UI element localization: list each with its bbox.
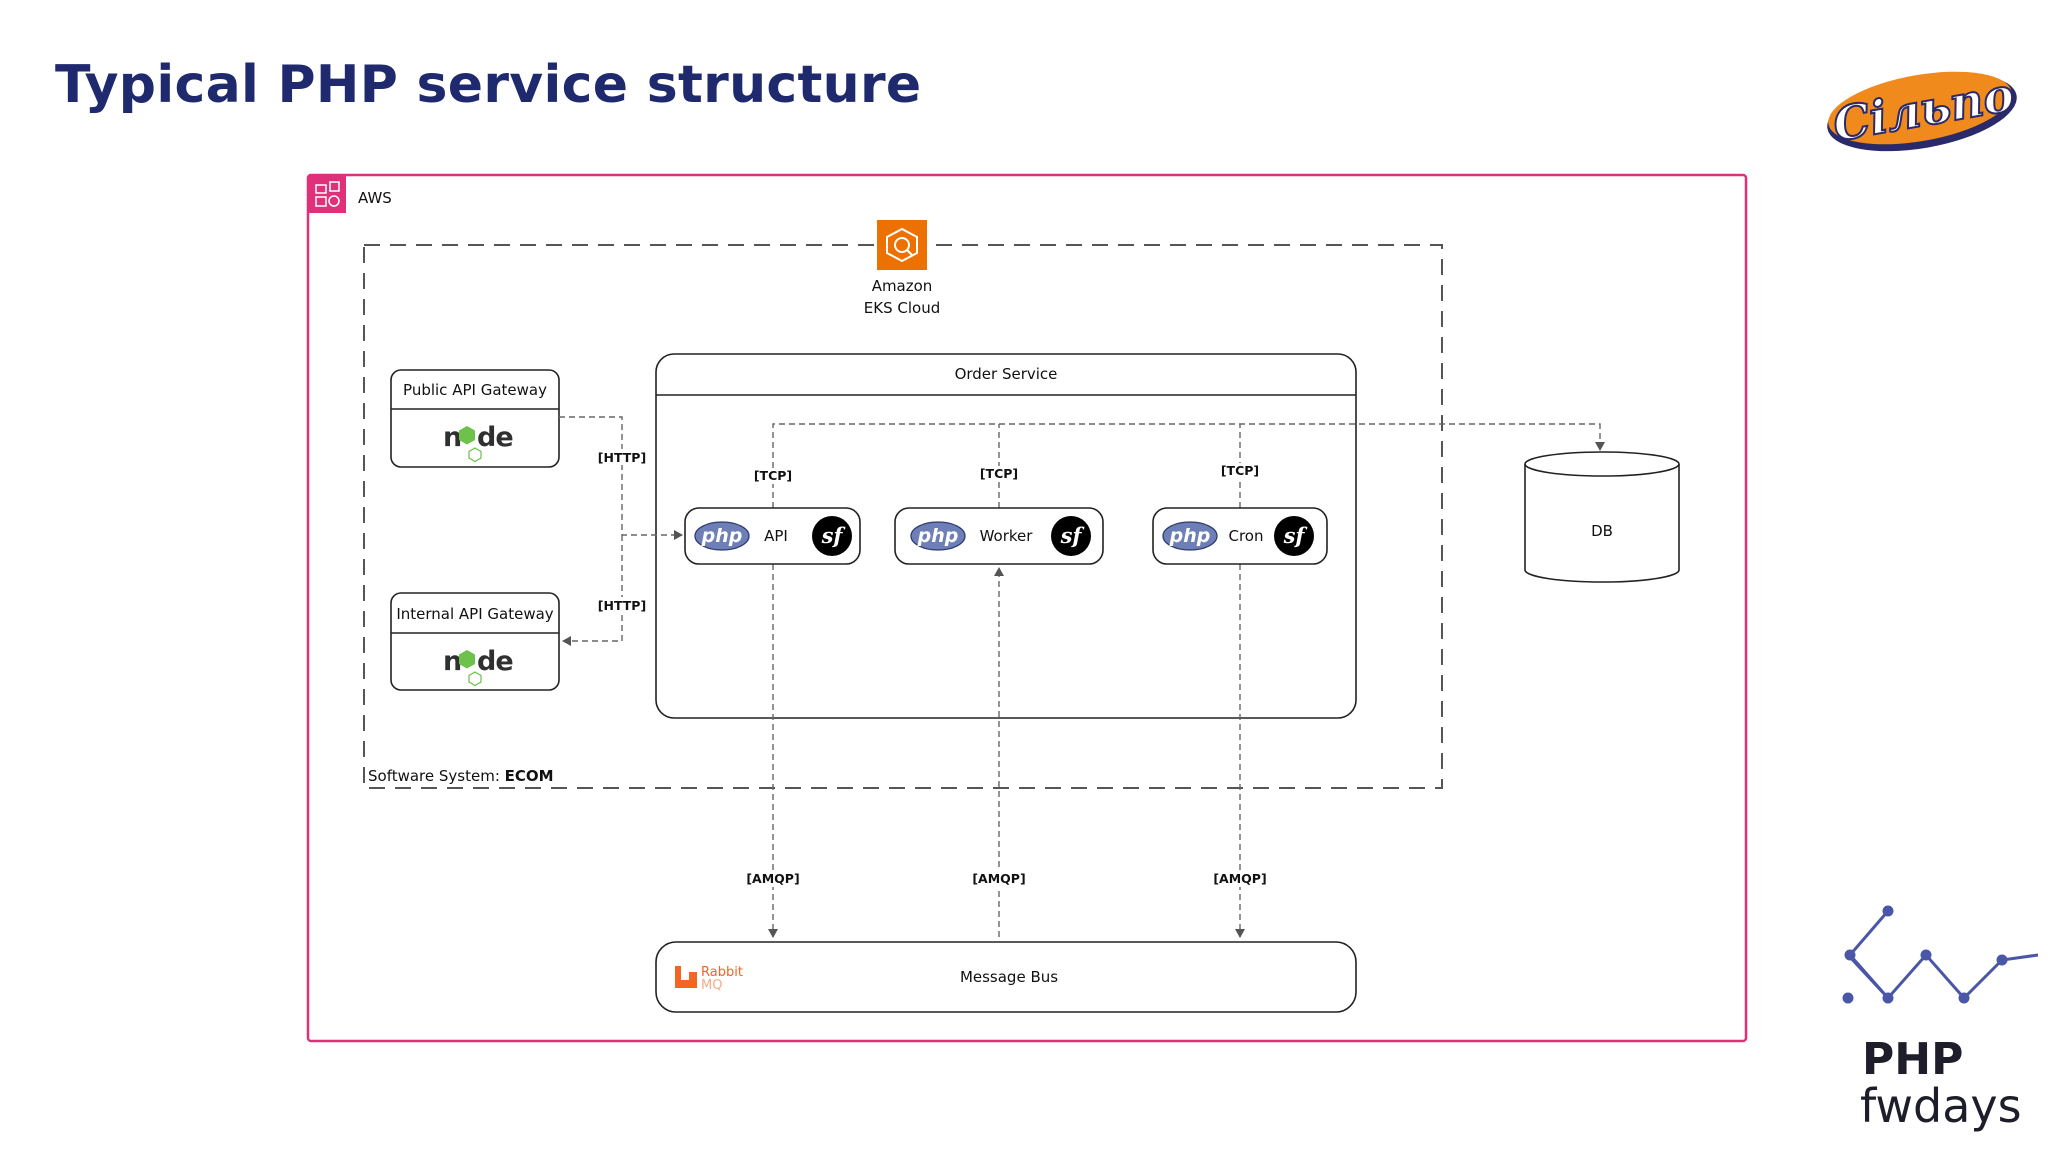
tcp-label-api: [TCP] [754,468,792,483]
svg-text:MQ: MQ [701,978,722,993]
svg-text:sf: sf [1060,523,1086,548]
nodejs-logo-icon: n de [443,422,514,463]
svg-text:php: php [701,525,743,547]
internal-api-gateway: Internal API Gateway n de [390,592,560,691]
symfony-logo-icon: sf [1051,516,1091,556]
silpo-logo: Сільпо [1827,66,2019,153]
symfony-logo-icon: sf [812,516,852,556]
amqp-label-api: [AMQP] [746,871,799,886]
fwdays-logo: PHP fwdays [1842,905,2039,1133]
fwdays-zigzag-icon [1842,905,2039,1004]
svg-text:sf: sf [1283,523,1309,548]
svg-text:sf: sf [821,523,847,548]
svg-text:n: n [443,646,461,677]
public-gateway-title: Public API Gateway [403,381,547,399]
message-bus-label: Message Bus [960,968,1058,986]
software-system-boundary: Software System: ECOM [363,244,1443,789]
edge-labels: [HTTP] [HTTP] [TCP] [TCP] [TCP] [AMQP] [… [597,449,1270,887]
tcp-label-worker: [TCP] [980,466,1018,481]
php-logo-icon: php [694,521,750,551]
symfony-logo-icon: sf [1274,516,1314,556]
component-cron: php Cron sf [1152,507,1328,565]
eks-label-line1: Amazon [872,277,933,295]
amqp-label-worker: [AMQP] [972,871,1025,886]
database: DB [1524,451,1680,583]
http-edge-internal [562,535,623,646]
component-label-worker: Worker [980,527,1034,545]
aws-group-icon [308,175,346,213]
tcp-label-cron: [TCP] [1221,463,1259,478]
http-edge-public [559,416,683,540]
svg-text:Rabbit: Rabbit [701,965,743,980]
component-label-api: API [764,527,788,545]
internal-gateway-title: Internal API Gateway [396,605,553,623]
message-bus: Rabbit MQ Message Bus [655,941,1357,1013]
aws-container: AWS [306,173,1748,1043]
http-label-internal: [HTTP] [598,598,646,613]
order-service-title: Order Service [955,365,1058,383]
svg-text:php: php [1169,525,1211,547]
svg-text:php: php [917,525,959,547]
http-label-public: [HTTP] [598,450,646,465]
tcp-edge-api [772,423,1605,508]
fwdays-php-text: PHP [1862,1034,1963,1085]
fwdays-text: fwdays [1860,1079,2022,1133]
component-label-cron: Cron [1229,527,1264,545]
eks-label-line2: EKS Cloud [864,299,940,317]
component-api: php API sf [684,507,861,565]
slide-title: Typical PHP service structure [55,55,922,115]
db-label: DB [1591,522,1613,540]
component-worker: php Worker sf [894,507,1104,565]
svg-text:de: de [477,646,513,677]
php-logo-icon: php [1162,521,1218,551]
eks-icon [877,220,927,270]
public-api-gateway: Public API Gateway n de [390,369,560,468]
rabbitmq-logo-icon: Rabbit MQ [675,965,743,993]
nodejs-logo-icon: n de [443,646,514,687]
software-system-label: Software System: ECOM [368,767,554,785]
svg-text:de: de [477,422,513,453]
aws-label: AWS [358,189,392,207]
svg-text:n: n [443,422,461,453]
amqp-label-cron: [AMQP] [1213,871,1266,886]
php-logo-icon: php [910,521,966,551]
